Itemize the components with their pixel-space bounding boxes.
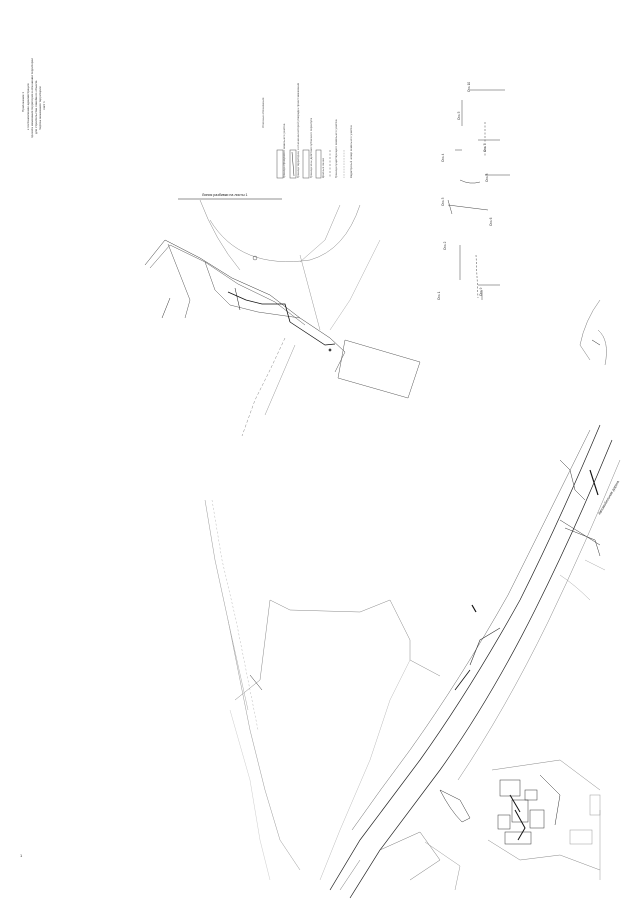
axis-label: Ось 8 bbox=[485, 173, 489, 182]
legend-symbols bbox=[276, 149, 345, 179]
upper-parcels bbox=[144, 199, 421, 437]
road-corridor bbox=[329, 424, 621, 899]
axis-label: Ось 7 bbox=[483, 143, 487, 152]
road-label: Автомобильная дорога bbox=[597, 480, 620, 515]
right-edge-fragments bbox=[559, 299, 607, 601]
axis-label: Ось 6 bbox=[489, 217, 493, 226]
axis-label: Ось 1 bbox=[437, 291, 441, 300]
page-number: 1 bbox=[20, 853, 23, 858]
axis-label: Ось 4 bbox=[441, 153, 445, 162]
map-labels: Линия разбивки на листы 1 Ось 10 Ось 5 О… bbox=[202, 82, 620, 516]
section-label-top: Линия разбивки на листы 1 bbox=[202, 193, 248, 197]
axis-label: Ось 5 bbox=[457, 111, 461, 120]
middle-boundaries bbox=[204, 499, 441, 881]
axis-label: Ось 9 bbox=[479, 287, 483, 296]
axis-label: Ось 3 bbox=[441, 197, 445, 206]
section-markers bbox=[447, 89, 510, 300]
axis-label: Ось 2 bbox=[443, 241, 447, 250]
axis-label: Ось 10 bbox=[467, 82, 471, 92]
built-up-area bbox=[487, 759, 601, 880]
